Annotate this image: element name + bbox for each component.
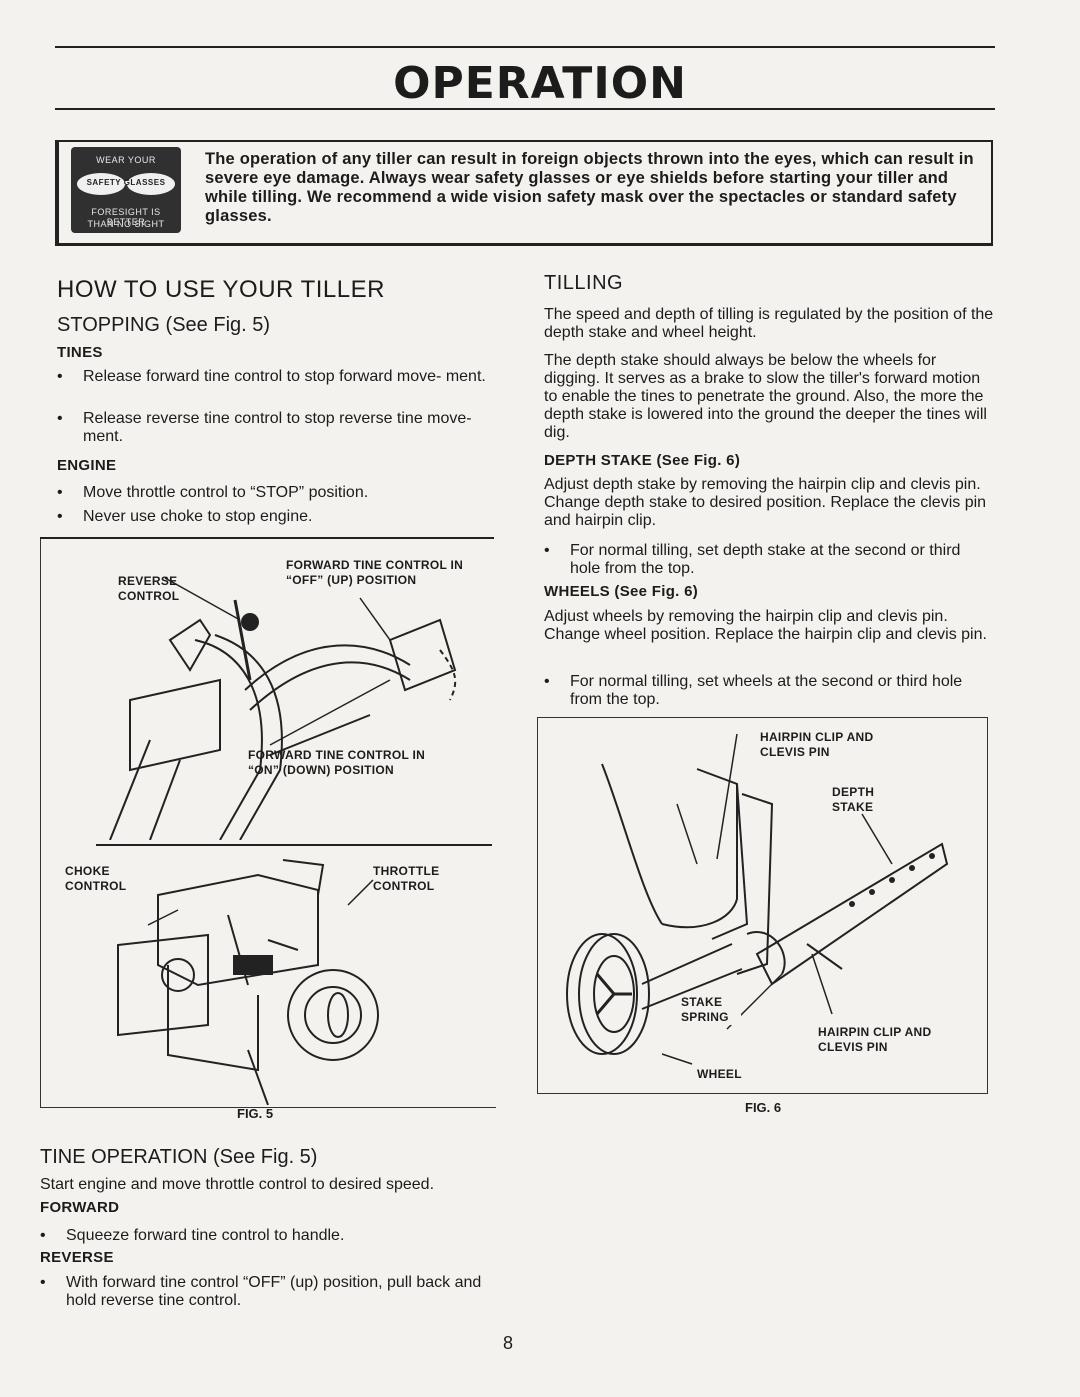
label-stake-spring: STAKE SPRING xyxy=(681,995,741,1025)
label-forward: FORWARD xyxy=(40,1199,120,1216)
figure-6-box xyxy=(537,717,988,1094)
safety-warning-box: WEAR YOUR SAFETY GLASSES FORESIGHT IS BE… xyxy=(55,140,993,246)
subheading-stopping: STOPPING (See Fig. 5) xyxy=(57,314,271,336)
label-engine: ENGINE xyxy=(57,457,117,474)
engine-illustration xyxy=(117,859,379,1105)
bullet-text: Release forward tine control to stop for… xyxy=(83,368,486,385)
figure-6-caption: FIG. 6 xyxy=(745,1100,782,1115)
subheading-tine-operation: TINE OPERATION (See Fig. 5) xyxy=(40,1146,318,1168)
figure-5-top-rule xyxy=(40,537,494,539)
bullet-text: For normal tilling, set depth stake at t… xyxy=(570,542,961,577)
wheels-text: Adjust wheels by removing the hairpin cl… xyxy=(544,608,987,643)
label-wheels: WHEELS (See Fig. 6) xyxy=(544,583,699,600)
warning-text: The operation of any tiller can result i… xyxy=(205,150,974,225)
bullet-text: Never use choke to stop engine. xyxy=(83,508,313,525)
label-choke-control: CHOKE CONTROL xyxy=(65,864,127,893)
wheel-stake-illustration xyxy=(566,733,949,1065)
label-depth-stake-fig: DEPTH STAKE xyxy=(832,785,875,814)
badge-line-2: SAFETY GLASSES xyxy=(86,178,166,187)
tilling-para-1: The speed and depth of tilling is regula… xyxy=(544,306,994,341)
label-hairpin-clip-bottom: HAIRPIN CLIP AND CLEVIS PIN xyxy=(818,1025,932,1054)
tilling-para-2: The depth stake should always be below t… xyxy=(544,352,987,441)
label-throttle-control: THROTTLE CONTROL xyxy=(373,864,440,893)
header-rule-top xyxy=(55,46,995,48)
badge-line-3: FORESIGHT IS BETTER xyxy=(91,207,161,227)
label-hairpin-clip-top: HAIRPIN CLIP AND CLEVIS PIN xyxy=(760,730,874,759)
safety-glasses-icon xyxy=(77,173,175,195)
label-depth-stake: DEPTH STAKE (See Fig. 6) xyxy=(544,452,741,469)
tine-operation-text: Start engine and move throttle control t… xyxy=(40,1176,435,1193)
badge-line-1: WEAR YOUR xyxy=(96,155,156,165)
bullet-text: For normal tilling, set wheels at the se… xyxy=(570,673,963,708)
page-title: OPERATION xyxy=(393,58,687,109)
figure-5-caption: FIG. 5 xyxy=(237,1106,274,1121)
label-reverse-control: REVERSE CONTROL xyxy=(118,574,180,603)
figure-5-divider xyxy=(96,844,492,846)
label-forward-tine-off: FORWARD TINE CONTROL IN “OFF” (UP) POSIT… xyxy=(286,558,464,587)
figure-5-box xyxy=(40,537,496,1108)
page-number: 8 xyxy=(503,1333,514,1353)
section-heading-tilling: TILLING xyxy=(544,272,624,294)
label-reverse: REVERSE xyxy=(40,1249,114,1266)
safety-glasses-badge: WEAR YOUR SAFETY GLASSES FORESIGHT IS BE… xyxy=(71,147,181,233)
label-tines: TINES xyxy=(57,344,103,361)
depth-stake-text: Adjust depth stake by removing the hairp… xyxy=(544,476,987,529)
label-wheel: WHEEL xyxy=(697,1067,742,1081)
bullet-text: Release reverse tine control to stop rev… xyxy=(83,410,472,445)
label-forward-tine-on: FORWARD TINE CONTROL IN “ON” (DOWN) POSI… xyxy=(248,748,426,777)
bullet-text: With forward tine control “OFF” (up) pos… xyxy=(66,1274,482,1309)
header-rule-bottom xyxy=(55,108,995,110)
badge-line-4: THAN NO SIGHT xyxy=(87,219,165,229)
section-heading-how-to-use: HOW TO USE YOUR TILLER xyxy=(57,276,385,303)
bullet-text: Move throttle control to “STOP” position… xyxy=(83,484,369,501)
bullet-text: Squeeze forward tine control to handle. xyxy=(66,1227,345,1244)
handle-illustration xyxy=(109,577,457,840)
